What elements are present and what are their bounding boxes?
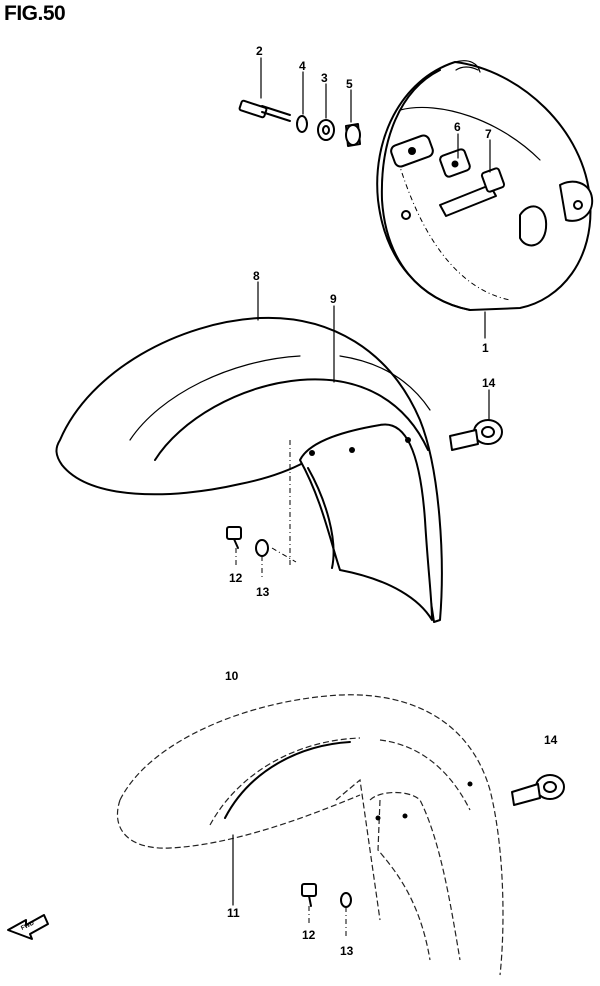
washer-4 xyxy=(296,115,308,133)
callout-3: 3 xyxy=(321,71,328,85)
callout-11: 11 xyxy=(227,906,240,920)
callout-10: 10 xyxy=(225,669,239,683)
callout-5: 5 xyxy=(346,77,353,91)
bolt-12-lower xyxy=(301,883,317,907)
pilot-lamp-14-upper xyxy=(449,419,503,451)
front-fender-8 xyxy=(55,316,443,623)
pilot-lamp-14-lower xyxy=(511,774,565,806)
callout-14-upper: 14 xyxy=(482,376,496,390)
washer-13-lower xyxy=(340,892,352,908)
spacer-5 xyxy=(345,123,361,147)
fwd-label: FWD xyxy=(20,920,36,931)
washer-3 xyxy=(317,119,335,141)
callout-9: 9 xyxy=(330,292,337,306)
callout-7: 7 xyxy=(485,127,492,141)
callout-4: 4 xyxy=(299,59,306,73)
callout-2: 2 xyxy=(256,44,263,58)
forward-direction-arrow: FWD xyxy=(7,914,49,940)
callout-13-lower: 13 xyxy=(340,944,354,958)
callout-12-lower: 12 xyxy=(302,928,316,942)
callout-6: 6 xyxy=(454,120,461,134)
callout-12-upper: 12 xyxy=(229,571,243,585)
headlight-housing xyxy=(376,60,594,311)
bolt-2 xyxy=(238,99,291,122)
washer-13-upper xyxy=(255,539,269,557)
figure-title: FIG.50 xyxy=(4,2,66,25)
callout-8: 8 xyxy=(253,269,260,283)
bolt-12-upper xyxy=(226,526,242,549)
callout-1: 1 xyxy=(482,341,489,355)
leader-lines xyxy=(232,57,491,938)
front-fender-10 xyxy=(116,694,504,976)
callout-14-lower: 14 xyxy=(544,733,558,747)
callout-13-upper: 13 xyxy=(256,585,270,599)
